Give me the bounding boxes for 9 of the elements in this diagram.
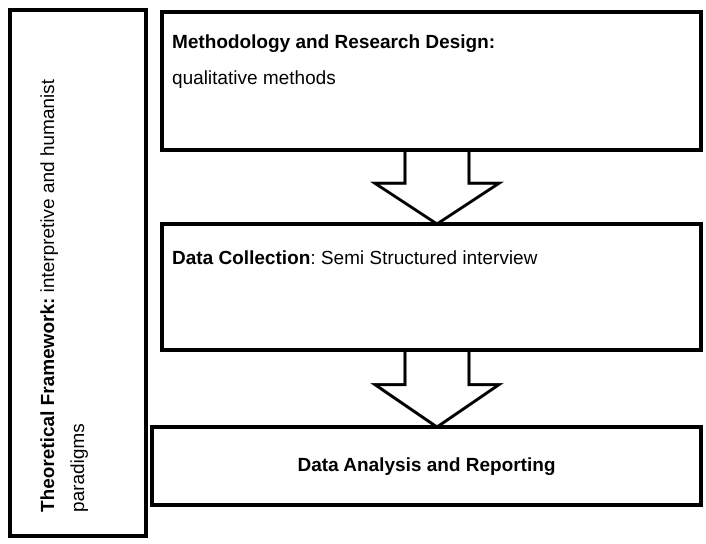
process-box	[160, 10, 703, 152]
box-text: qualitative methods	[172, 67, 336, 91]
rotated-label: Theoretical Framework: interpretive and humanist paradigms	[37, 78, 90, 512]
box-heading: Methodology and Research Design:	[172, 31, 496, 55]
box-text: Data Collection: Semi Structured interview	[172, 247, 538, 271]
process-box	[150, 425, 703, 507]
framework-box	[8, 8, 148, 538]
process-box	[160, 222, 703, 352]
box-title: Data Analysis and Reporting	[296, 454, 556, 478]
